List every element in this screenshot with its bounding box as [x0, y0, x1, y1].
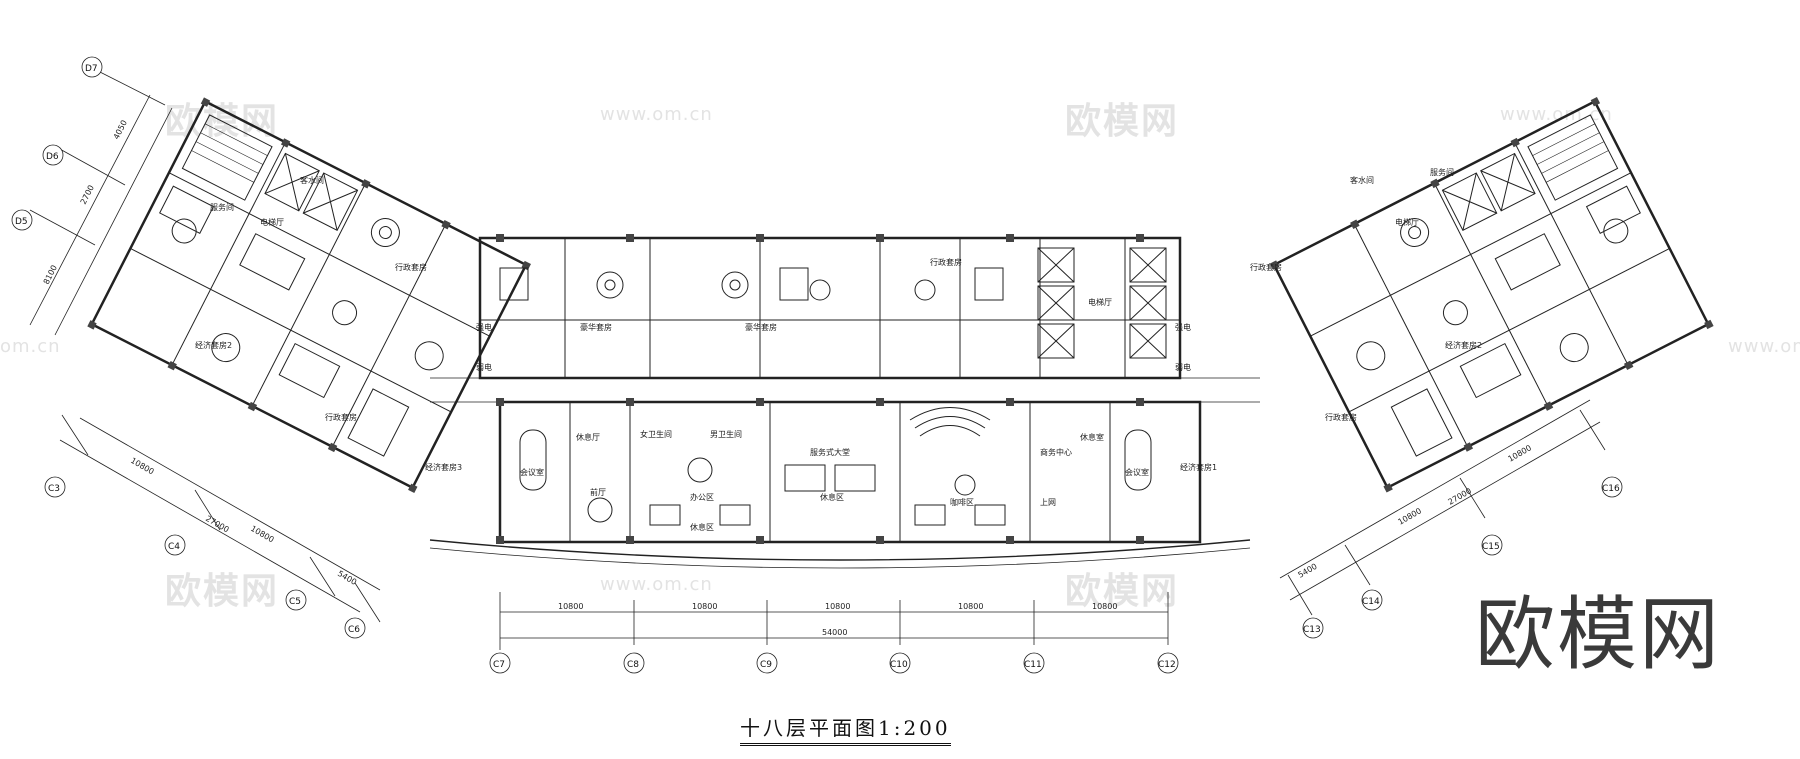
dimension-label: 10800	[558, 602, 583, 611]
room-label: 男卫生间	[710, 429, 742, 439]
room-label: 电梯厅	[1395, 217, 1419, 227]
room-label: 豪华套房	[580, 322, 612, 332]
dimension-total: 27000	[1447, 486, 1474, 507]
right-dimensions	[1279, 399, 1606, 616]
room-label: 强电	[476, 322, 492, 332]
dimension-total: 27000	[204, 514, 231, 535]
room-label: 电梯厅	[1088, 297, 1112, 307]
dimension-total: 54000	[822, 628, 847, 637]
dimension-label: 10800	[1507, 443, 1534, 464]
axis-label: C9	[760, 660, 772, 670]
dimension-label: 5400	[1297, 562, 1319, 580]
room-label: 电梯厅	[260, 217, 284, 227]
right-wing	[1269, 96, 1714, 493]
room-label: 强电	[1175, 322, 1191, 332]
room-label: 经济套房1	[1180, 462, 1217, 472]
room-label: 前厅	[590, 487, 606, 497]
room-label: 服务式大堂	[810, 447, 850, 457]
room-label: 弱电	[1175, 362, 1191, 372]
axis-label: C8	[627, 660, 639, 670]
room-label: 客水间	[1350, 175, 1374, 185]
axis-label: C15	[1482, 542, 1500, 552]
room-label: 办公区	[690, 492, 714, 502]
dimension-label: 10800	[825, 602, 850, 611]
room-label: 商务中心	[1040, 447, 1072, 457]
room-label: 经济套房2	[1445, 340, 1482, 350]
room-label: 休息区	[820, 492, 844, 502]
room-label: 弱电	[476, 362, 492, 372]
room-label: 行政套房	[325, 412, 357, 422]
room-label: 经济套房2	[195, 340, 232, 350]
room-label: 休息厅	[576, 432, 600, 442]
axis-label: C16	[1602, 484, 1620, 494]
axis-label: D7	[85, 64, 98, 74]
room-label: 上网	[1040, 498, 1056, 507]
brand-logo: 欧模网	[1475, 588, 1721, 681]
axis-label: C13	[1303, 625, 1321, 635]
room-label: 行政套房	[1250, 262, 1282, 272]
room-label: 行政套房	[930, 257, 962, 267]
left-wing	[87, 97, 531, 494]
axis-label: C11	[1024, 660, 1042, 670]
dimension-label: 10800	[958, 602, 983, 611]
dimension-label: 10800	[1092, 602, 1117, 611]
dimension-label: 10800	[249, 524, 276, 545]
room-label: 服务间	[210, 202, 234, 212]
axis-label: C12	[1158, 660, 1176, 670]
room-label: 客水间	[300, 175, 324, 185]
drawing-title: 十八层平面图1:200	[740, 712, 951, 746]
central-block	[429, 234, 1260, 569]
axis-label: C14	[1362, 597, 1380, 607]
axis-label: C10	[890, 660, 908, 670]
room-label: 会议室	[520, 467, 544, 477]
axis-label: C7	[493, 660, 505, 670]
axis-label: D5	[15, 217, 28, 227]
axis-label: D6	[46, 152, 59, 162]
dimension-label: 10800	[1397, 506, 1424, 527]
bottom-axis-bubbles	[489, 652, 1179, 674]
room-label: 服务间	[1430, 167, 1454, 177]
room-label: 行政套房	[395, 262, 427, 272]
room-label: 休息区	[690, 522, 714, 532]
room-labels: 服务间 客水间 电梯厅 行政套房 经济套房2 行政套房 经济套房3 强电 弱电 …	[195, 167, 1482, 532]
room-label: 豪华套房	[745, 322, 777, 332]
axis-label: C6	[348, 625, 360, 635]
room-label: 会议室	[1125, 467, 1149, 477]
dimension-label: 5400	[336, 569, 358, 587]
axis-label: C5	[289, 597, 301, 607]
dimension-label: 10800	[692, 602, 717, 611]
left-dimensions	[59, 414, 381, 623]
room-label: 经济套房3	[425, 462, 462, 472]
axis-label: C4	[168, 542, 180, 552]
dimension-label: 4050	[112, 119, 129, 141]
bottom-dimensions	[499, 592, 1169, 650]
room-label: 女卫生间	[640, 429, 672, 439]
top-left-dimensions	[29, 69, 173, 336]
room-label: 行政套房	[1325, 412, 1357, 422]
room-label: 休息室	[1080, 432, 1104, 442]
axis-label: C3	[48, 484, 60, 494]
room-label: 咖啡区	[950, 497, 974, 507]
